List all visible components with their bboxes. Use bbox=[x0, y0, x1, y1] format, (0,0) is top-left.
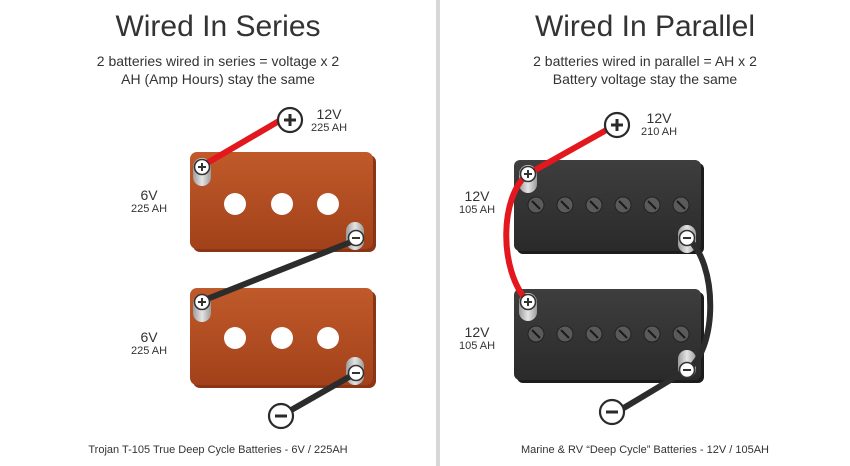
series-battery-top-voltage: 6V bbox=[140, 187, 158, 203]
parallel-negative-link-wire bbox=[684, 235, 714, 373]
parallel-negative-output-wire bbox=[619, 367, 690, 412]
series-battery-bottom-voltage: 6V bbox=[140, 329, 158, 345]
series-subtitle-line1: 2 batteries wired in series = voltage x … bbox=[96, 53, 340, 69]
series-link-wire bbox=[199, 237, 359, 304]
vent-cap bbox=[224, 193, 246, 215]
parallel-diagram bbox=[503, 111, 714, 426]
minus-terminal-icon bbox=[347, 364, 365, 382]
series-output-label: 12V 225 AH bbox=[305, 106, 353, 135]
parallel-battery-bottom bbox=[514, 289, 704, 383]
series-subtitle-line2: AH (Amp Hours) stay the same bbox=[121, 71, 315, 87]
vent-cap bbox=[317, 327, 339, 349]
parallel-battery-bottom-capacity: 105 AH bbox=[458, 340, 496, 352]
series-output-capacity: 225 AH bbox=[310, 122, 348, 134]
series-battery-bottom bbox=[190, 288, 376, 388]
series-footer: Trojan T-105 True Deep Cycle Batteries -… bbox=[88, 444, 348, 456]
series-title: Wired In Series bbox=[115, 10, 321, 43]
parallel-output-voltage: 12V bbox=[646, 110, 672, 126]
parallel-battery-top bbox=[514, 160, 704, 254]
minus-terminal-icon bbox=[678, 361, 696, 379]
parallel-positive-link-wire bbox=[503, 171, 531, 305]
parallel-subtitle-line2: Battery voltage stay the same bbox=[552, 71, 738, 87]
minus-terminal-icon bbox=[678, 229, 696, 247]
minus-circle-icon bbox=[267, 402, 295, 430]
parallel-footer: Marine & RV “Deep Cycle” Batteries - 12V… bbox=[520, 444, 769, 456]
positive-output-wire bbox=[199, 118, 282, 169]
plus-terminal-icon bbox=[519, 165, 537, 183]
parallel-output-label: 12V 210 AH bbox=[634, 110, 684, 139]
plus-terminal-icon bbox=[519, 293, 537, 311]
series-battery-bottom-label: 6V 225 AH bbox=[124, 329, 174, 358]
series-diagram bbox=[190, 106, 376, 430]
series-battery-top-label: 6V 225 AH bbox=[124, 187, 174, 216]
parallel-battery-bottom-voltage: 12V bbox=[464, 324, 490, 340]
vent-cap bbox=[224, 327, 246, 349]
minus-circle-icon bbox=[598, 398, 626, 426]
plus-circle-icon bbox=[603, 111, 631, 139]
negative-output-wire bbox=[283, 370, 359, 416]
vent-caps-bottom bbox=[527, 325, 690, 343]
vent-cap bbox=[271, 327, 293, 349]
minus-terminal-icon bbox=[347, 229, 365, 247]
series-battery-top-capacity: 225 AH bbox=[130, 203, 168, 215]
panel-divider bbox=[436, 0, 440, 466]
vent-cap bbox=[317, 193, 339, 215]
series-panel: Wired In Series 2 batteries wired in ser… bbox=[88, 10, 376, 456]
parallel-battery-top-label: 12V 105 AH bbox=[452, 188, 502, 217]
series-output-voltage: 12V bbox=[316, 106, 342, 122]
plus-terminal-icon bbox=[193, 293, 211, 311]
parallel-panel: Wired In Parallel 2 batteries wired in p… bbox=[440, 0, 850, 466]
plus-circle-icon bbox=[276, 106, 304, 134]
parallel-output-capacity: 210 AH bbox=[640, 126, 678, 138]
parallel-battery-bottom-label: 12V 105 AH bbox=[452, 324, 502, 353]
vent-cap bbox=[271, 193, 293, 215]
vent-caps-top bbox=[527, 196, 690, 214]
series-battery-top bbox=[190, 152, 376, 252]
parallel-subtitle-line1: 2 batteries wired in parallel = AH x 2 bbox=[533, 53, 757, 69]
plus-terminal-icon bbox=[193, 158, 211, 176]
parallel-battery-top-voltage: 12V bbox=[464, 188, 490, 204]
parallel-positive-output-wire bbox=[525, 125, 613, 177]
parallel-title: Wired In Parallel bbox=[534, 10, 756, 43]
series-battery-bottom-capacity: 225 AH bbox=[130, 345, 168, 357]
parallel-battery-top-capacity: 105 AH bbox=[458, 204, 496, 216]
